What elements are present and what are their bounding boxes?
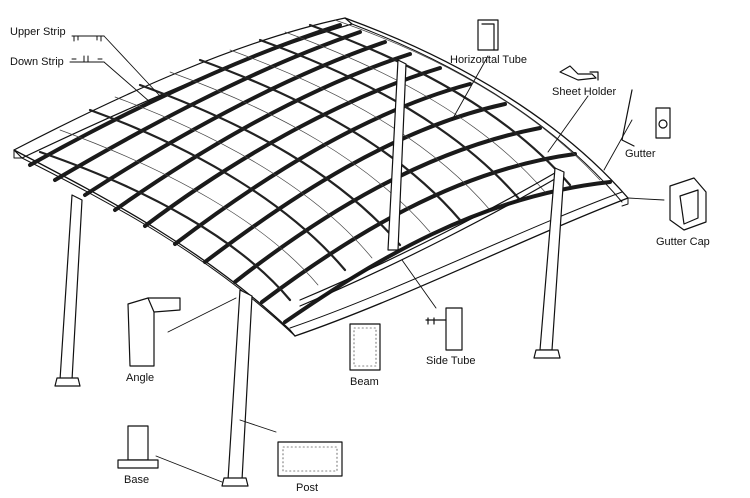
upper-strip-icon bbox=[71, 35, 105, 42]
angle-icon bbox=[127, 297, 181, 367]
gutter-icon bbox=[621, 89, 671, 147]
down-strip-icon bbox=[69, 55, 105, 63]
beam-label: Beam bbox=[350, 376, 379, 388]
front-beam bbox=[299, 169, 561, 307]
angle-label: Angle bbox=[126, 372, 155, 384]
side-tube-icon bbox=[425, 307, 463, 351]
post-label: Post bbox=[296, 482, 319, 494]
posts bbox=[54, 59, 565, 487]
sheet-holder-label: Sheet Holder bbox=[552, 86, 617, 98]
horizontal-tubes bbox=[38, 23, 572, 302]
side-tube-label: Side Tube bbox=[426, 355, 476, 367]
down-strip-label: Down Strip bbox=[10, 56, 64, 68]
horizontal-tube-label: Horizontal Tube bbox=[450, 54, 528, 66]
beam-icon bbox=[349, 323, 381, 371]
leader-lines bbox=[103, 35, 665, 483]
gutter-cap-label: Gutter Cap bbox=[656, 236, 710, 248]
horizontal-tube-icon bbox=[477, 19, 499, 51]
gutter-label: Gutter bbox=[625, 148, 656, 160]
base-icon bbox=[117, 425, 159, 469]
upper-strip-label: Upper Strip bbox=[10, 26, 66, 38]
sheet-holder-icon bbox=[559, 65, 599, 81]
roof-rafters bbox=[28, 23, 612, 324]
base-label: Base bbox=[124, 474, 150, 486]
post-icon bbox=[277, 441, 343, 477]
gutter-cap-icon bbox=[669, 177, 707, 231]
roof-grid bbox=[59, 19, 601, 286]
